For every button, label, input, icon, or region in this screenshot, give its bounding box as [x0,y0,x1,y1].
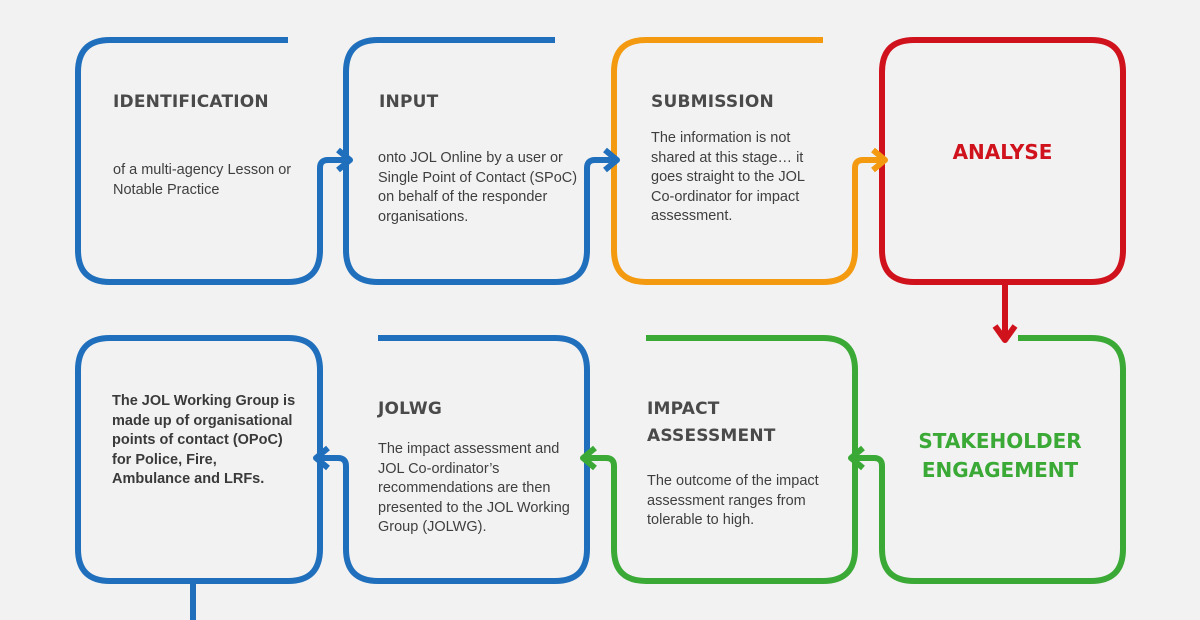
impact-assessment-description: The outcome of the impact assessment ran… [647,473,819,528]
stakeholder-engagement-box [879,335,1126,584]
impact-assessment-title: IMPACT ASSESSMENT [647,399,776,446]
input-box [343,37,590,285]
submission-title: SUBMISSION [651,92,774,112]
connector-input-to-submission [584,157,614,200]
arrowhead-to-impact [848,445,865,471]
working-group-description: The JOL Working Group is made up of orga… [112,393,296,487]
arrowhead-to-submission [603,147,620,173]
stakeholder-engagement-title: STAKEHOLDER ENGAGEMENT [918,429,1082,482]
input-description: onto JOL Online by a user or Single Poin… [378,150,578,225]
arrowhead-to-jolwg [580,445,597,471]
arrowhead-to-stakeholder [992,324,1018,343]
connector-jolwg-to-working-group [320,455,349,472]
jolwg-description: The impact assessment and JOL Co-ordinat… [378,441,570,535]
arrowhead-to-working-group [313,445,330,471]
identification-box [75,37,323,285]
submission-description: The information is not shared at this st… [651,130,805,224]
analyse-box [879,37,1126,285]
identification-title: IDENTIFICATION [113,92,269,112]
identification-description: of a multi-agency Lesson or Notable Prac… [113,162,292,198]
input-title: INPUT [379,92,439,112]
connector-impact-to-jolwg [587,455,617,472]
connector-submission-to-analyse [852,157,882,200]
connector-identification-to-input [317,157,346,200]
jolwg-title: JOLWG [378,399,442,419]
connector-stakeholder-to-impact [855,455,885,472]
impact-assessment-box [611,335,858,584]
submission-box [611,37,858,285]
arrowhead-to-input [336,147,353,173]
arrowhead-to-analyse [871,147,888,173]
jolwg-box [343,335,590,584]
working-group-box [75,335,323,584]
analyse-title: ANALYSE [952,140,1053,164]
